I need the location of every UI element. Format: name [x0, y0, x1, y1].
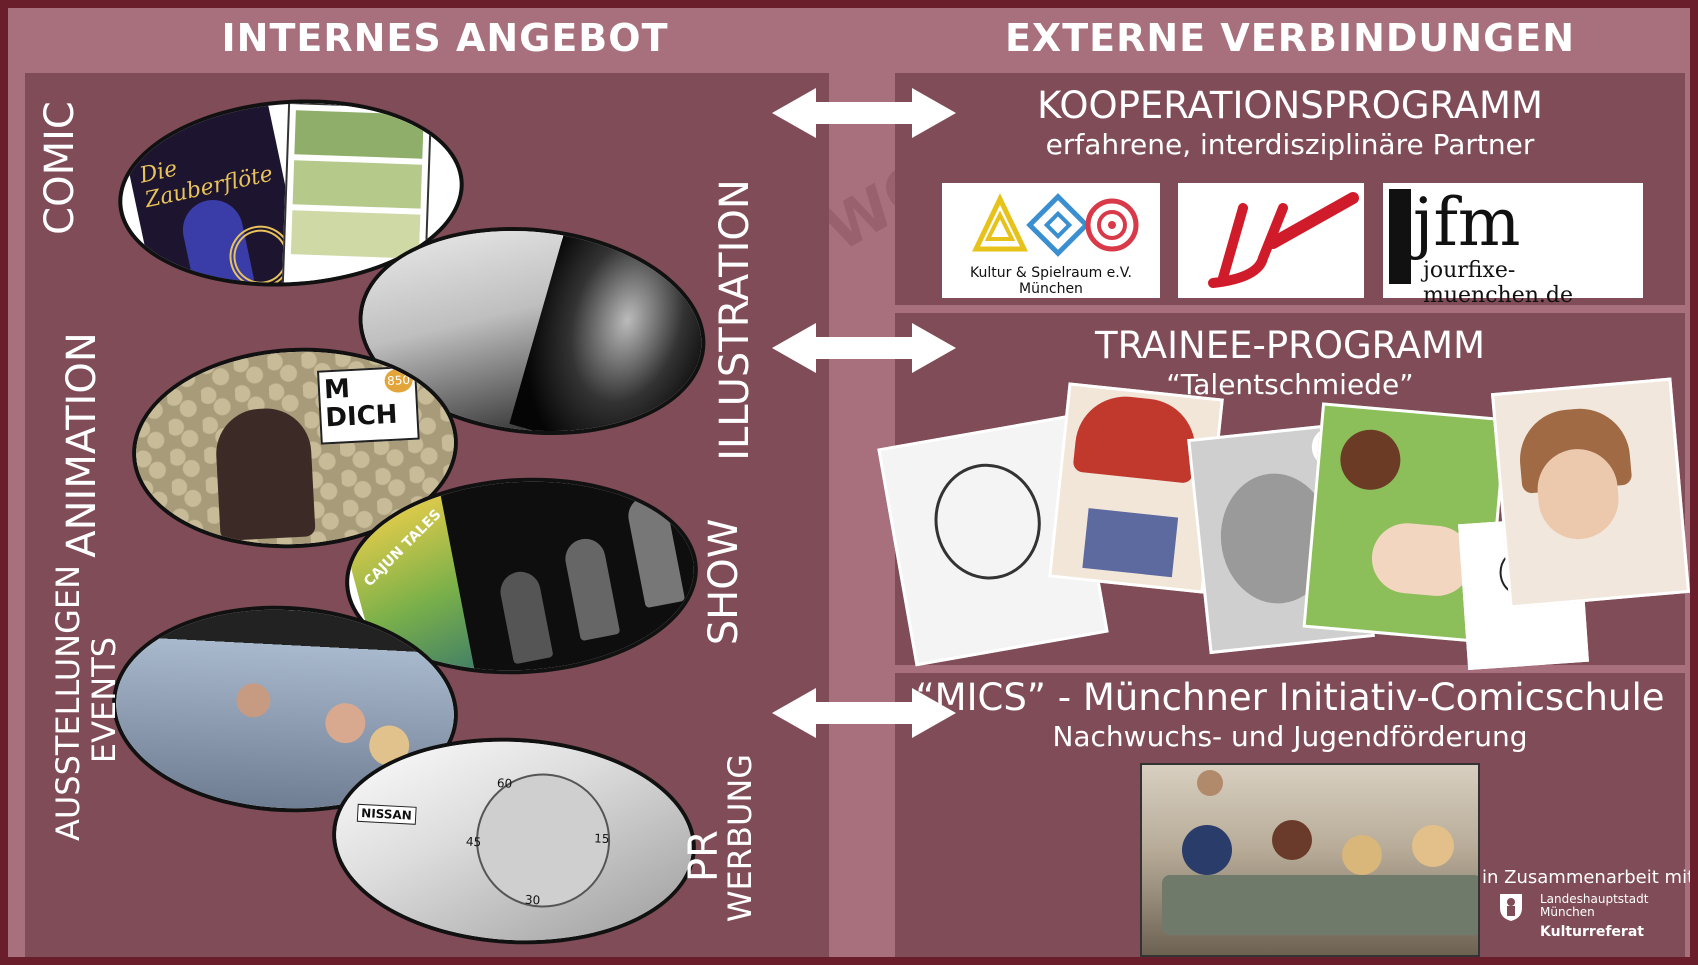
mdich-sign: M DICH 850 — [316, 365, 420, 445]
student — [1182, 825, 1232, 875]
kultur-spielraum-logo: Kultur & Spielraum e.V. München — [942, 183, 1160, 298]
jfm-bar — [1389, 189, 1411, 284]
lhm-line2: München — [1540, 905, 1595, 919]
mics-class-photo — [1140, 763, 1480, 957]
clock-number: 15 — [593, 831, 610, 846]
student — [1342, 835, 1382, 875]
table — [1162, 875, 1478, 935]
label-show: SHOW — [701, 518, 747, 646]
cajun-tales-text: CAJUN TALES — [361, 506, 445, 590]
left-header: INTERNES ANGEBOT — [221, 16, 669, 60]
comic-panel — [294, 110, 424, 159]
student — [1272, 820, 1312, 860]
sketch-face — [925, 455, 1050, 588]
jfm-letters: jfm — [1413, 184, 1521, 261]
red-hair — [1072, 391, 1201, 484]
band-photo — [438, 468, 703, 684]
spiral-logo-icon — [972, 193, 1139, 257]
mics-title: “MICS” - Münchner Initiativ-Comicschule — [915, 676, 1665, 719]
label-comic: COMIC — [37, 101, 83, 235]
musician — [561, 535, 621, 642]
blue-jacket — [1082, 508, 1179, 578]
monk-figure — [213, 406, 316, 542]
nissan-sign: NISSAN — [356, 803, 417, 825]
kooperation-title: KOOPERATIONSPROGRAMM — [1037, 84, 1543, 127]
trainee-subtitle: “Talentschmiede” — [1166, 368, 1414, 401]
clock-number: 30 — [524, 892, 541, 908]
musician — [624, 492, 686, 609]
double-arrow-icon — [772, 88, 956, 138]
jfm-url: jourfixe-muenchen.de — [1423, 258, 1573, 308]
lhm-line1: Landeshauptstadt — [1540, 892, 1649, 906]
jourfixe-logo: jfm jourfixe-muenchen.de — [1383, 183, 1643, 308]
right-header: EXTERNE VERBINDUNGEN — [1004, 16, 1576, 60]
student — [1412, 825, 1454, 867]
kooperation-subtitle: erfahrene, interdisziplinäre Partner — [1045, 128, 1535, 161]
double-arrow-icon — [772, 688, 956, 738]
munich-crest-icon — [1500, 894, 1522, 921]
comic-panel — [292, 160, 423, 209]
child-head — [1337, 427, 1403, 493]
trainee-drawing-6 — [1490, 377, 1691, 609]
teacher — [1197, 770, 1223, 796]
kultur-spielraum-text: Kultur & Spielraum e.V. München — [970, 265, 1132, 297]
label-ausstellungen: AUSSTELLUNGEN — [49, 564, 87, 842]
label-illustration: ILLUSTRATION — [712, 179, 758, 461]
mics-subtitle: Nachwuchs- und Jugendförderung — [1052, 720, 1528, 753]
label-animation: ANIMATION — [59, 332, 105, 558]
jz-logo-icon — [1208, 192, 1359, 288]
label-werbung: WERBUNG — [721, 753, 759, 923]
musician — [497, 568, 554, 665]
label-events: EVENTS — [85, 636, 123, 764]
double-arrow-icon — [772, 323, 956, 373]
trainee-title: TRAINEE-PROGRAMM — [1095, 324, 1485, 367]
cooperation-note: in Zusammenarbeit mit — [1482, 867, 1695, 888]
clock-number: 45 — [465, 834, 482, 850]
pr-oval: NISSAN 60 45 15 30 — [326, 728, 702, 954]
jz-logo — [1178, 183, 1364, 298]
clock-number: 60 — [496, 776, 513, 791]
kulturreferat: Kulturreferat — [1540, 924, 1644, 940]
